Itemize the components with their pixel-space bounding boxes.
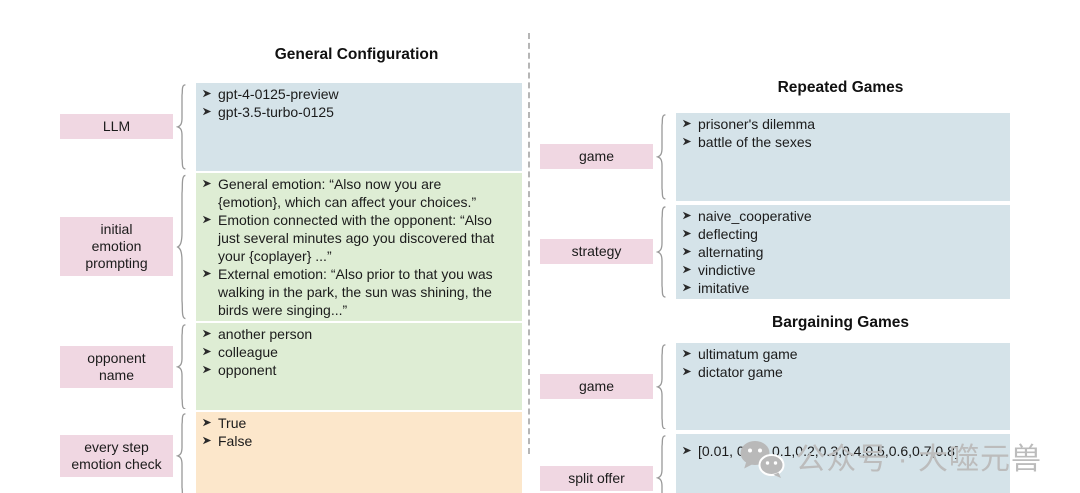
label-wrap: every step emotion check bbox=[60, 412, 173, 493]
wechat-icon bbox=[739, 440, 785, 479]
curly-brace bbox=[173, 323, 196, 411]
arrow-bullet-icon bbox=[202, 417, 212, 428]
list-item: alternating bbox=[682, 243, 1004, 261]
arrow-bullet-icon bbox=[682, 282, 692, 293]
options-repeated-game: prisoner's dilemma battle of the sexes bbox=[676, 113, 1010, 201]
config-row-every-step-emotion-check: every step emotion check True False bbox=[60, 412, 522, 493]
watermark: 公众号 · 大噬元兽 bbox=[739, 440, 1042, 479]
list-item: opponent bbox=[202, 361, 516, 379]
arrow-bullet-icon bbox=[682, 264, 692, 275]
list-item: False bbox=[202, 432, 516, 450]
label-wrap: initial emotion prompting bbox=[60, 173, 173, 321]
config-row-strategy: strategy naive_cooperative deflecting al… bbox=[540, 204, 1010, 299]
arrow-bullet-icon bbox=[682, 136, 692, 147]
label-wrap: split offer bbox=[540, 434, 653, 493]
arrow-bullet-icon bbox=[682, 118, 692, 129]
label-strategy: strategy bbox=[540, 239, 653, 265]
label-wrap: LLM bbox=[60, 83, 173, 171]
list-item: ultimatum game bbox=[682, 345, 1004, 363]
options-strategy: naive_cooperative deflecting alternating… bbox=[676, 204, 1010, 299]
config-row-llm: LLM gpt-4-0125-preview gpt-3.5-turbo-012… bbox=[60, 83, 522, 171]
label-initial-emotion-prompting: initial emotion prompting bbox=[60, 217, 173, 277]
arrow-bullet-icon bbox=[202, 435, 212, 446]
curly-brace bbox=[653, 434, 676, 493]
arrow-bullet-icon bbox=[202, 364, 212, 375]
options-every-step-emotion-check: True False bbox=[196, 412, 522, 493]
options-bargaining-game: ultimatum game dictator game bbox=[676, 342, 1010, 431]
config-row-bargaining-game: game ultimatum game dictator game bbox=[540, 342, 1010, 431]
arrow-bullet-icon bbox=[682, 445, 692, 456]
label-every-step-emotion-check: every step emotion check bbox=[60, 435, 173, 478]
arrow-bullet-icon bbox=[682, 228, 692, 239]
list-item: deflecting bbox=[682, 225, 1004, 243]
list-item: vindictive bbox=[682, 261, 1004, 279]
arrow-bullet-icon bbox=[202, 268, 212, 279]
config-row-game: game prisoner's dilemma battle of the se… bbox=[540, 113, 1010, 201]
list-item: battle of the sexes bbox=[682, 133, 1004, 151]
arrow-bullet-icon bbox=[202, 88, 212, 99]
list-item: another person bbox=[202, 325, 516, 343]
general-configuration-title: General Configuration bbox=[274, 46, 439, 63]
curly-brace bbox=[173, 173, 196, 321]
label-llm: LLM bbox=[60, 114, 173, 140]
list-item: imitative bbox=[682, 279, 1004, 297]
label-split-offer: split offer bbox=[540, 465, 653, 491]
list-item: Emotion connected with the opponent: “Al… bbox=[202, 211, 516, 265]
curly-brace bbox=[173, 412, 196, 493]
curly-brace bbox=[173, 83, 196, 171]
options-initial-emotion-prompting: General emotion: “Also now you are {emot… bbox=[196, 172, 522, 321]
label-game: game bbox=[540, 144, 653, 170]
arrow-bullet-icon bbox=[202, 214, 212, 225]
list-item: prisoner's dilemma bbox=[682, 115, 1004, 133]
curly-brace bbox=[653, 113, 676, 201]
config-row-opponent-name: opponent name another person colleague o… bbox=[60, 322, 522, 411]
arrow-bullet-icon bbox=[202, 106, 212, 117]
arrow-bullet-icon bbox=[682, 210, 692, 221]
bargaining-games-title: Bargaining Games bbox=[772, 313, 909, 331]
list-item: External emotion: “Also prior to that yo… bbox=[202, 265, 516, 319]
divider-dashed-line bbox=[528, 33, 530, 454]
label-wrap: opponent name bbox=[60, 323, 173, 411]
list-item: naive_cooperative bbox=[682, 207, 1004, 225]
list-item: True bbox=[202, 414, 516, 432]
arrow-bullet-icon bbox=[682, 246, 692, 257]
watermark-text: 公众号 · 大噬元兽 bbox=[795, 442, 1042, 476]
label-wrap: game bbox=[540, 113, 653, 201]
options-llm: gpt-4-0125-preview gpt-3.5-turbo-0125 bbox=[196, 83, 522, 171]
repeated-games-title: Repeated Games bbox=[777, 79, 904, 96]
label-game: game bbox=[540, 374, 653, 400]
options-opponent-name: another person colleague opponent bbox=[196, 322, 522, 411]
arrow-bullet-icon bbox=[682, 348, 692, 359]
arrow-bullet-icon bbox=[202, 328, 212, 339]
config-row-initial-emotion-prompting: initial emotion prompting General emotio… bbox=[60, 172, 522, 321]
list-item: dictator game bbox=[682, 363, 1004, 381]
curly-brace bbox=[653, 343, 676, 431]
games-panel: Repeated Games game prisoner's dilemma b… bbox=[540, 78, 1010, 493]
arrow-bullet-icon bbox=[202, 178, 212, 189]
list-item: colleague bbox=[202, 343, 516, 361]
arrow-bullet-icon bbox=[202, 346, 212, 357]
label-opponent-name: opponent name bbox=[60, 345, 173, 388]
label-wrap: strategy bbox=[540, 205, 653, 299]
repeated-games-section: Repeated Games game prisoner's dilemma b… bbox=[540, 78, 1010, 299]
curly-brace bbox=[653, 205, 676, 299]
list-item: General emotion: “Also now you are {emot… bbox=[202, 175, 516, 211]
arrow-bullet-icon bbox=[682, 366, 692, 377]
label-wrap: game bbox=[540, 343, 653, 431]
list-item: gpt-3.5-turbo-0125 bbox=[202, 103, 516, 121]
general-configuration-panel: General Configuration LLM gpt-4-0125-pre… bbox=[60, 45, 522, 493]
list-item: gpt-4-0125-preview bbox=[202, 85, 516, 103]
